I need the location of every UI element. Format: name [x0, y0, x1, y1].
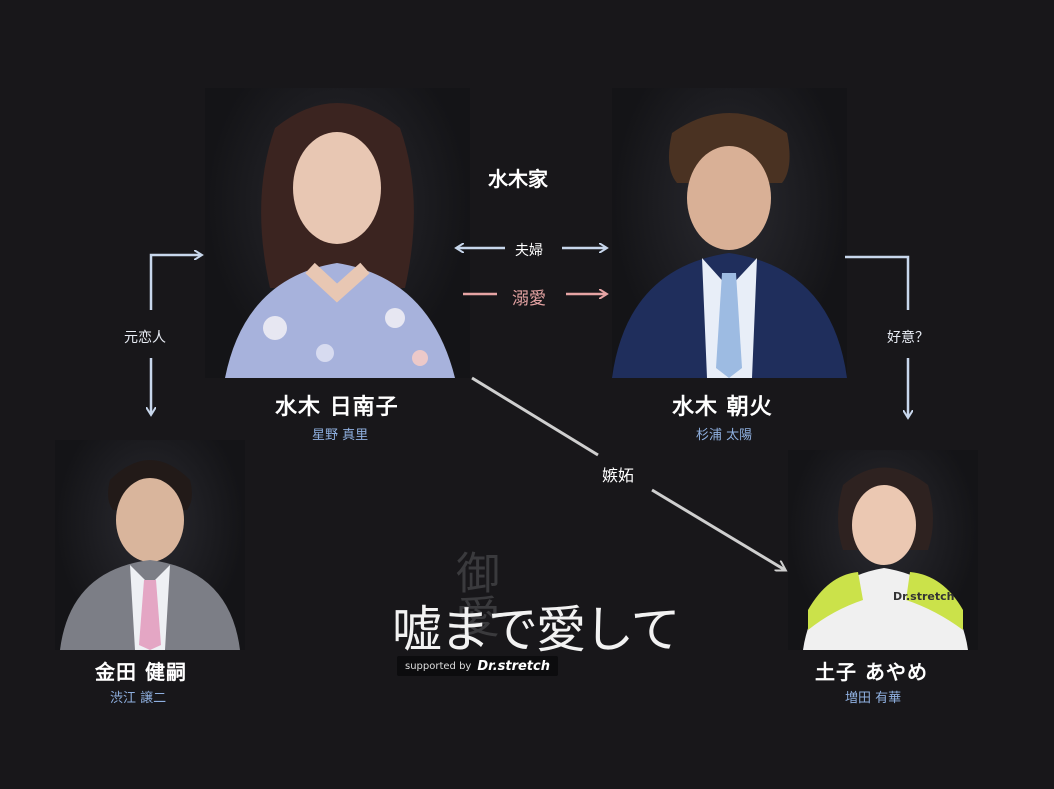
- drama-title-logo: 嘘まで愛して: [392, 590, 679, 662]
- ex-lover-label: 元恋人: [124, 327, 166, 347]
- hinako-actor: 星野 真里: [312, 424, 368, 443]
- jealousy-arrow: [652, 490, 785, 570]
- affection-label: 好意？: [887, 327, 929, 347]
- asahi-actor: 杉浦 太陽: [696, 424, 752, 443]
- jealousy-line-top: [472, 378, 598, 455]
- affection-arrow-top: [845, 257, 908, 310]
- hinako-name: 水木 日南子: [275, 389, 399, 421]
- ayame-name: 土子 あやめ: [815, 656, 928, 685]
- ex-lover-arrow-up: [151, 255, 201, 310]
- ayame-actor: 増田 有華: [845, 687, 901, 706]
- jealousy-label: 嫉妬: [602, 462, 634, 486]
- spouses-label: 夫婦: [515, 240, 543, 260]
- family-label: 水木家: [488, 163, 548, 192]
- sponsor-brand: Dr.stretch: [477, 659, 550, 674]
- doting-label: 溺愛: [512, 284, 546, 309]
- kenji-name: 金田 健嗣: [95, 656, 187, 685]
- kenji-actor: 渋江 譲二: [110, 687, 166, 706]
- asahi-name: 水木 朝火: [672, 389, 773, 421]
- sponsor-badge: supported by Dr.stretch: [397, 656, 558, 676]
- sponsor-prefix: supported by: [405, 661, 471, 672]
